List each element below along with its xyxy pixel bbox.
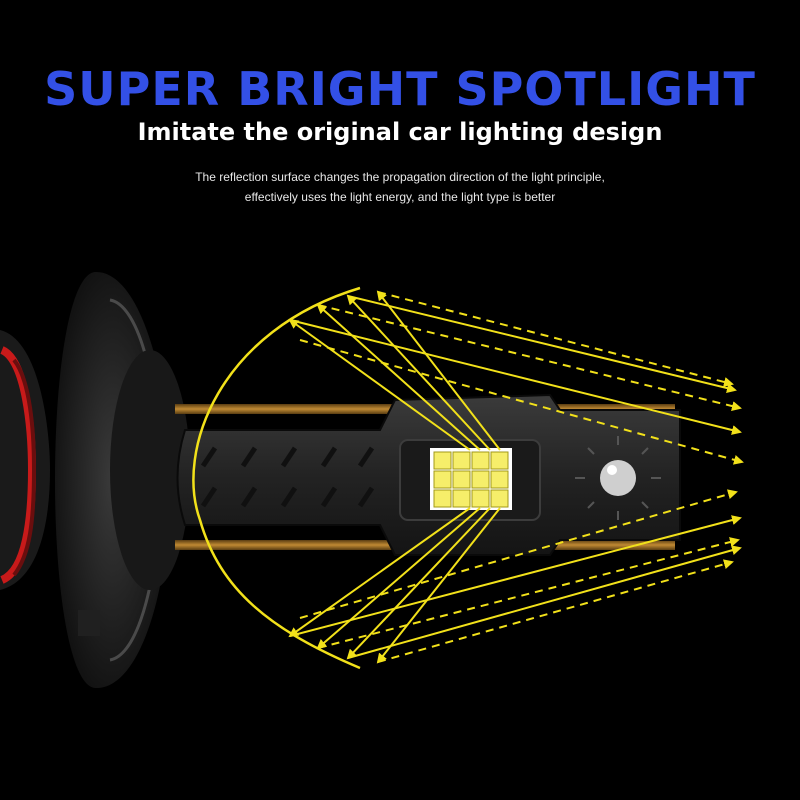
description-line-2: effectively uses the light energy, and t… bbox=[244, 190, 556, 204]
page-subtitle: Imitate the original car lighting design bbox=[137, 118, 663, 146]
light-rays bbox=[288, 290, 744, 664]
neck-cylinder bbox=[110, 350, 190, 590]
description-line-1: The reflection surface changes the propa… bbox=[195, 170, 605, 184]
reflector-arc bbox=[192, 286, 361, 670]
led-chip bbox=[430, 448, 512, 510]
end-cap bbox=[600, 460, 636, 496]
page-title: SUPER BRIGHT SPOTLIGHT bbox=[44, 62, 756, 116]
socket-ring bbox=[0, 330, 50, 590]
